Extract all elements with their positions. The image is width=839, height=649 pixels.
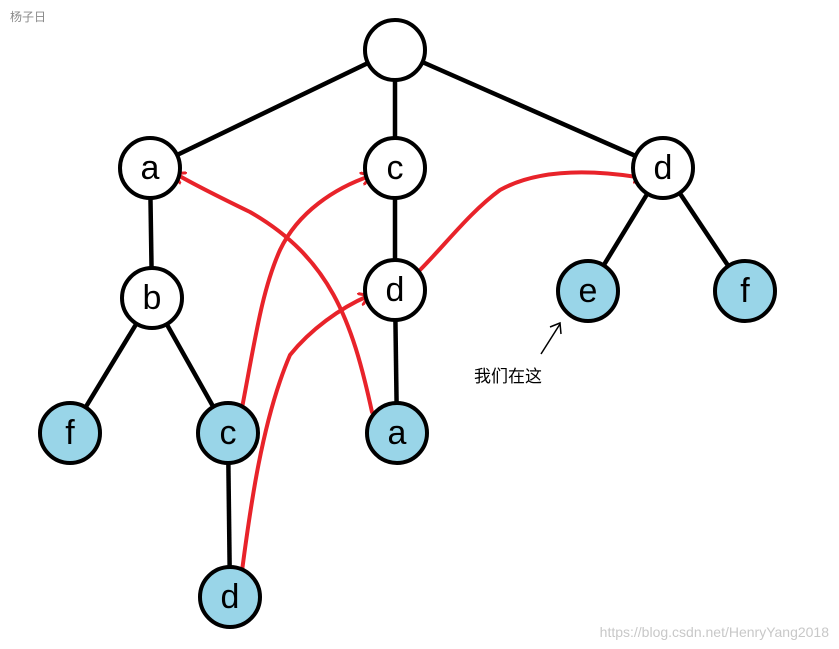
link-arrow-c2-c1 [240, 176, 370, 410]
node-circle-a2 [365, 401, 429, 465]
link-arrow-a2-a1 [176, 174, 374, 414]
node-c2: c [196, 401, 260, 465]
link-arrow-d3-d2 [240, 296, 368, 573]
annotation-arrow-head [549, 321, 562, 335]
tree-nodes: a c d b d e f f c a d [38, 18, 777, 629]
node-label-d2: d [386, 271, 405, 309]
node-circle-c2 [196, 401, 260, 465]
author-label: 杨子日 [10, 10, 47, 24]
node-a1: a [118, 136, 182, 200]
node-label-d3: d [221, 578, 240, 616]
node-circle-f2 [713, 259, 777, 323]
node-root [363, 18, 427, 82]
edge-root-d1 [394, 47, 664, 171]
node-circle-d3 [198, 565, 262, 629]
node-label-a2: a [388, 414, 407, 452]
node-label-f1: f [65, 414, 75, 452]
node-label-e1: e [579, 272, 598, 310]
edge-root-a1 [149, 47, 396, 171]
node-label-f2: f [740, 272, 750, 310]
node-c1: c [363, 136, 427, 200]
node-circle-e1 [556, 259, 620, 323]
node-label-c2: c [220, 414, 237, 452]
node-e1: e [556, 259, 620, 323]
node-f2: f [713, 259, 777, 323]
node-circle-b1 [120, 266, 184, 330]
annotation-arrow-shaft [540, 323, 561, 355]
node-label-c1: c [387, 149, 404, 187]
node-label-b1: b [143, 279, 162, 317]
node-label-a1: a [141, 149, 160, 187]
annotation-group: 我们在这 [474, 321, 562, 387]
node-label-d1: d [654, 149, 673, 187]
node-d3: d [198, 565, 262, 629]
link-arrow-d2-d1 [418, 172, 643, 272]
annotation-text: 我们在这 [474, 367, 542, 387]
node-f1: f [38, 401, 102, 465]
node-d2: d [363, 258, 427, 322]
node-d1: d [631, 136, 695, 200]
node-circle-d2 [363, 258, 427, 322]
suffix-links [176, 172, 643, 573]
node-circle-d1 [631, 136, 695, 200]
watermark: https://blog.csdn.net/HenryYang2018 [600, 624, 830, 640]
node-circle-c1 [363, 136, 427, 200]
node-a2: a [365, 401, 429, 465]
node-circle-root [363, 18, 427, 82]
node-b1: b [120, 266, 184, 330]
node-circle-a1 [118, 136, 182, 200]
node-circle-f1 [38, 401, 102, 465]
